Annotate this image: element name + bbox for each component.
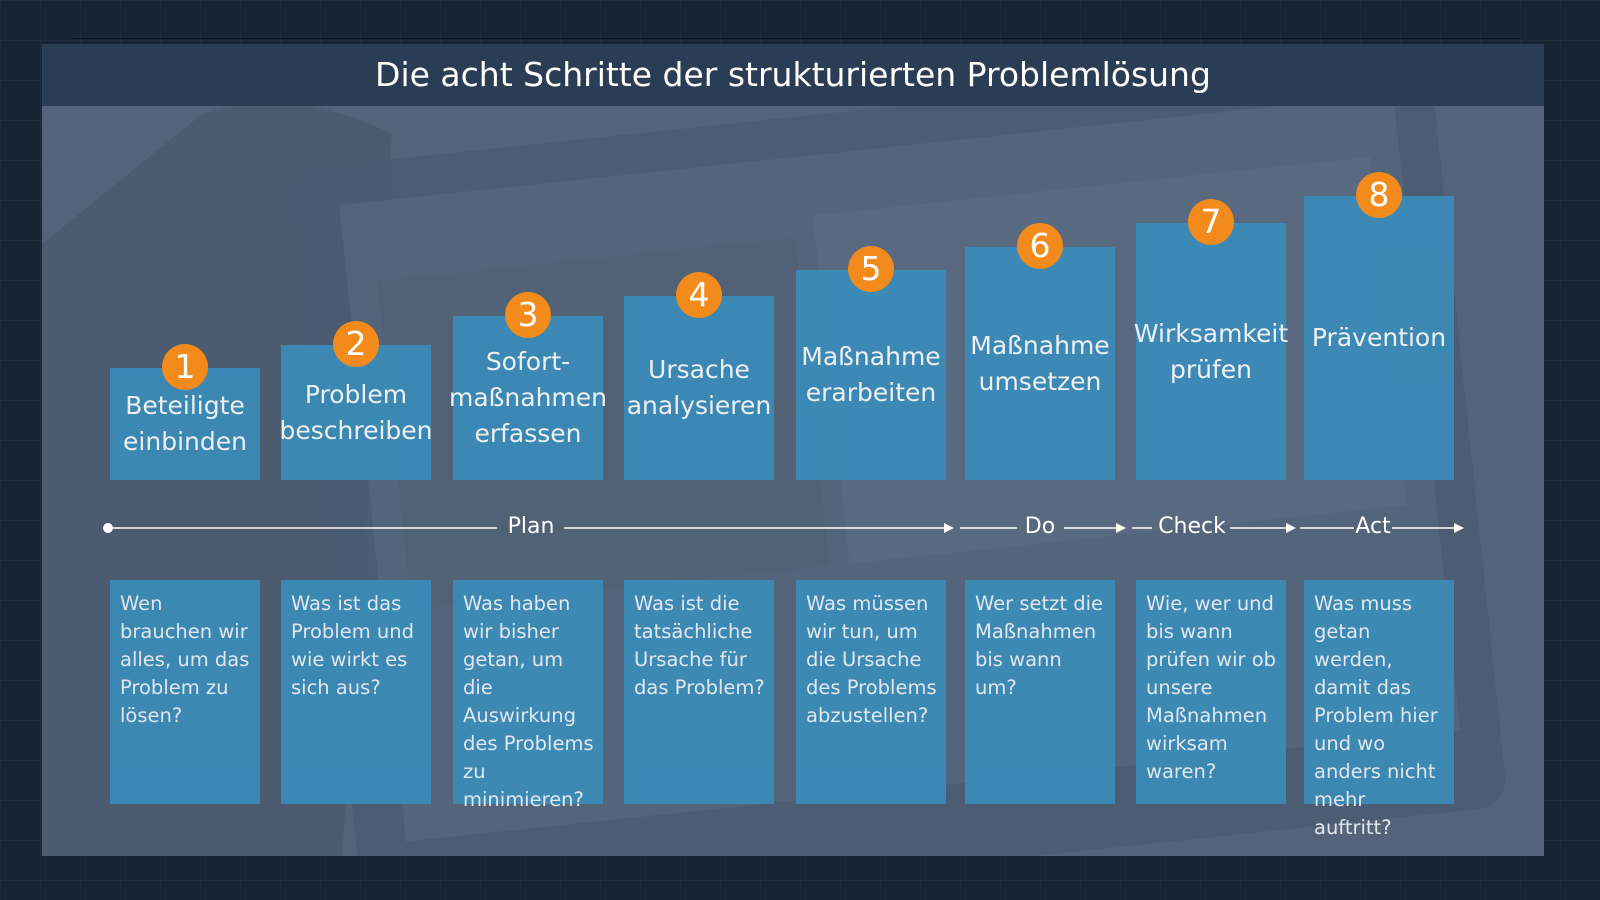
timeline-arrow [1286,523,1296,533]
step-number-badge-6: 6 [1017,223,1063,269]
phase-label-act: Act [1355,514,1391,539]
step-box-4: Ursache analysieren [624,296,774,480]
step-number-badge-3: 3 [505,292,551,338]
timeline [103,523,1464,533]
timeline-arrow [1116,523,1126,533]
phase-label-plan: Plan [507,514,555,539]
step-box-8: Prävention [1304,196,1454,480]
question-box-3: Was haben wir bisher getan, um die Auswi… [453,580,603,811]
step-number-badge-1: 1 [162,344,208,390]
step-label: Ursache analysieren [626,355,772,420]
step-number-badge-4: 4 [676,272,722,318]
title-bar [42,44,1544,106]
step-label: Sofort- maßnahmen erfassen [449,347,608,448]
step-number-badge-7: 7 [1188,199,1234,245]
question-box-8: Was muss getan werden, damit das Problem… [1304,580,1454,839]
question-box-7: Wie, wer und bis wann prüfen wir ob unse… [1136,580,1286,804]
question-box-5: Was müssen wir tun, um die Ursache des P… [796,580,946,804]
question-box-4: Was ist die tatsächliche Ursache für das… [624,580,774,804]
question-box-6: Wer setzt die Maßnahmen bis wann um? [965,580,1115,804]
timeline-arrow [944,523,954,533]
step-box-6: Maßnahme umsetzen [965,247,1115,480]
step-label: Wirksamkeit prüfen [1133,318,1289,384]
step-label: Prävention [1311,323,1447,352]
phase-label-do: Do [1024,514,1056,539]
step-number-badge-5: 5 [848,246,894,292]
step-box-5: Maßnahme erarbeiten [796,270,946,480]
step-label: Problem beschreiben [279,379,433,445]
page-title: Die acht Schritte der strukturierten Pro… [375,55,1211,94]
step-box-7: Wirksamkeit prüfen [1133,223,1289,480]
timeline-arrow [1454,523,1464,533]
step-label: Beteiligte einbinden [123,391,247,456]
step-label: Maßnahme umsetzen [970,330,1110,396]
top-divider [72,38,1520,39]
step-label: Maßnahme erarbeiten [801,342,941,407]
question-box-2: Was ist das Problem und wie wirkt es sic… [281,580,431,804]
step-box-2: Problem beschreiben [279,345,433,480]
step-number-badge-8: 8 [1356,172,1402,218]
step-box-3: Sofort- maßnahmen erfassen [449,316,607,480]
step-number-badge-2: 2 [333,321,379,367]
phase-label-check: Check [1158,514,1226,539]
question-box-1: Wen brauchen wir alles, um das Problem z… [110,580,260,804]
slide-panel: Die acht Schritte der strukturierten Pro… [42,44,1544,856]
